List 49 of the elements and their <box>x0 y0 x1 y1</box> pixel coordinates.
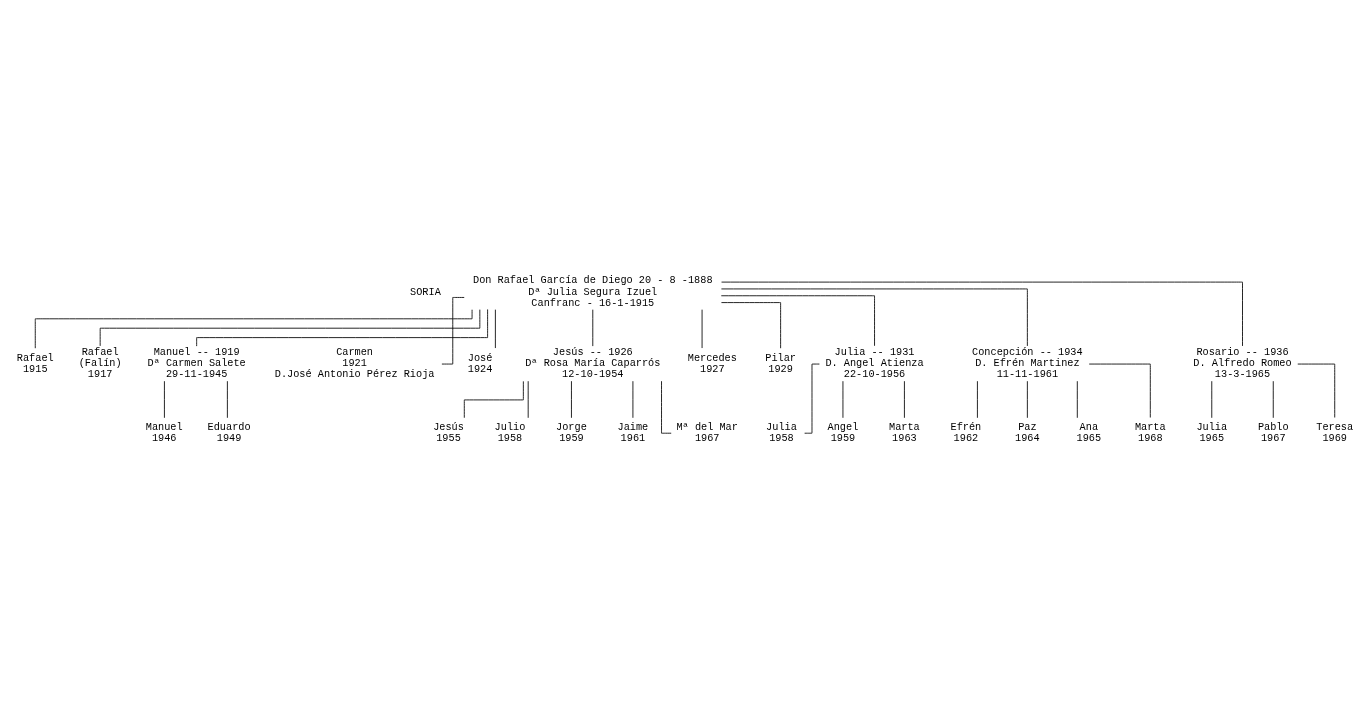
node-text: Marta 1968 <box>1134 420 1166 444</box>
connector <box>196 308 489 347</box>
node-text: Rafael (Falín) 1917 <box>78 345 122 380</box>
node-text: Manuel -- 1919 Dª Carmen Salete 29-11-1945 <box>147 345 246 380</box>
connector <box>99 308 481 346</box>
connector <box>164 380 165 418</box>
connector <box>721 301 782 349</box>
node-text: Marta 1963 <box>889 420 920 444</box>
node-text: Don Rafael García de Diego 20 - 8 -1888 Dª Julia Segura Izuel Canfranc - 16-1-1915 <box>473 273 713 309</box>
connector <box>494 308 496 348</box>
connector <box>720 294 875 346</box>
node-text: Rosario -- 1936 D. Alfredo Romeo 13-3-1965 <box>1193 345 1292 380</box>
node-text: Jesús -- 1926 Dª Rosa María Caparrós 12-10-1954 <box>525 345 661 380</box>
connector <box>977 380 978 418</box>
node-text: Mercedes 1927 <box>687 351 737 375</box>
node-text: Jesús 1955 <box>433 420 464 444</box>
node-text: Concepción -- 1934 D. Efrén Martinez 11-11-1961 <box>972 345 1083 380</box>
node-text: Jaime 1961 <box>617 420 649 444</box>
label: SORIA <box>410 285 441 298</box>
node-text: Angel 1959 <box>827 420 859 444</box>
node-text: Efrén 1962 <box>950 420 982 444</box>
node-text: Mª del Mar 1967 <box>676 420 738 444</box>
connector <box>571 380 572 418</box>
connector <box>721 288 1028 346</box>
node-text: Pablo 1967 <box>1257 420 1289 444</box>
node-text: Paz 1964 <box>1015 420 1040 444</box>
node-text: Manuel 1946 <box>145 420 183 444</box>
connector <box>1297 363 1336 418</box>
connector <box>441 296 465 364</box>
connector <box>1026 380 1028 418</box>
connector <box>721 281 1243 346</box>
node-text: Ana 1965 <box>1076 420 1102 444</box>
node-text: Eduardo 1949 <box>207 420 251 444</box>
connector <box>226 380 228 418</box>
node-text: Jorge 1959 <box>556 420 587 444</box>
node-text: Teresa 1969 <box>1316 420 1354 444</box>
connector <box>1088 363 1151 418</box>
connector <box>463 380 524 418</box>
node-text: Julia -- 1931 D. Angel Atienza 22-10-1956 <box>825 345 924 380</box>
node-text: Pilar 1929 <box>765 351 796 375</box>
node-text: Julio 1958 <box>494 420 526 444</box>
node-text: Julia 1958 <box>766 420 797 444</box>
node-text: Rafael 1915 <box>16 351 54 375</box>
connector <box>34 308 473 349</box>
node-text: José 1924 <box>467 351 493 375</box>
connector <box>1076 380 1078 418</box>
node-text: Julia 1965 <box>1196 420 1228 444</box>
node-text: Carmen 1921 D.José Antonio Pérez Rioja <box>274 345 435 380</box>
connector <box>904 380 905 418</box>
